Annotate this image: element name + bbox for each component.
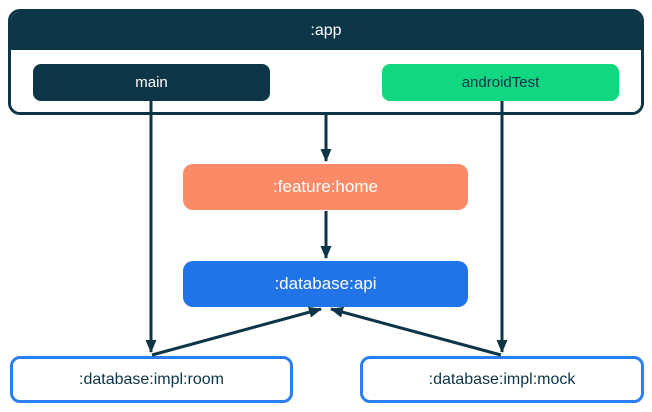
edge-database-impl-room-to-database-api [151, 306, 322, 357]
androidtest-sourceset-label: androidTest [461, 74, 540, 91]
app-module-label: :app [310, 22, 342, 39]
edge-database-impl-mock-to-database-api [330, 306, 502, 357]
database-impl-mock-module-label: :database:impl:mock [428, 370, 576, 388]
main-sourceset-box: main [33, 64, 270, 101]
database-api-module-box: :database:api [183, 261, 468, 307]
feature-home-module-label: :feature:home [273, 177, 378, 196]
app-module-header: :app [11, 12, 641, 50]
database-api-module-label: :database:api [274, 274, 377, 293]
database-impl-room-module-box: :database:impl:room [10, 356, 293, 403]
androidtest-sourceset-box: androidTest [382, 64, 619, 101]
app-module-box: :app [8, 9, 644, 115]
feature-home-module-box: :feature:home [183, 164, 468, 210]
database-impl-mock-module-box: :database:impl:mock [360, 356, 644, 403]
main-sourceset-label: main [135, 74, 168, 91]
database-impl-room-module-label: :database:impl:room [79, 370, 224, 388]
